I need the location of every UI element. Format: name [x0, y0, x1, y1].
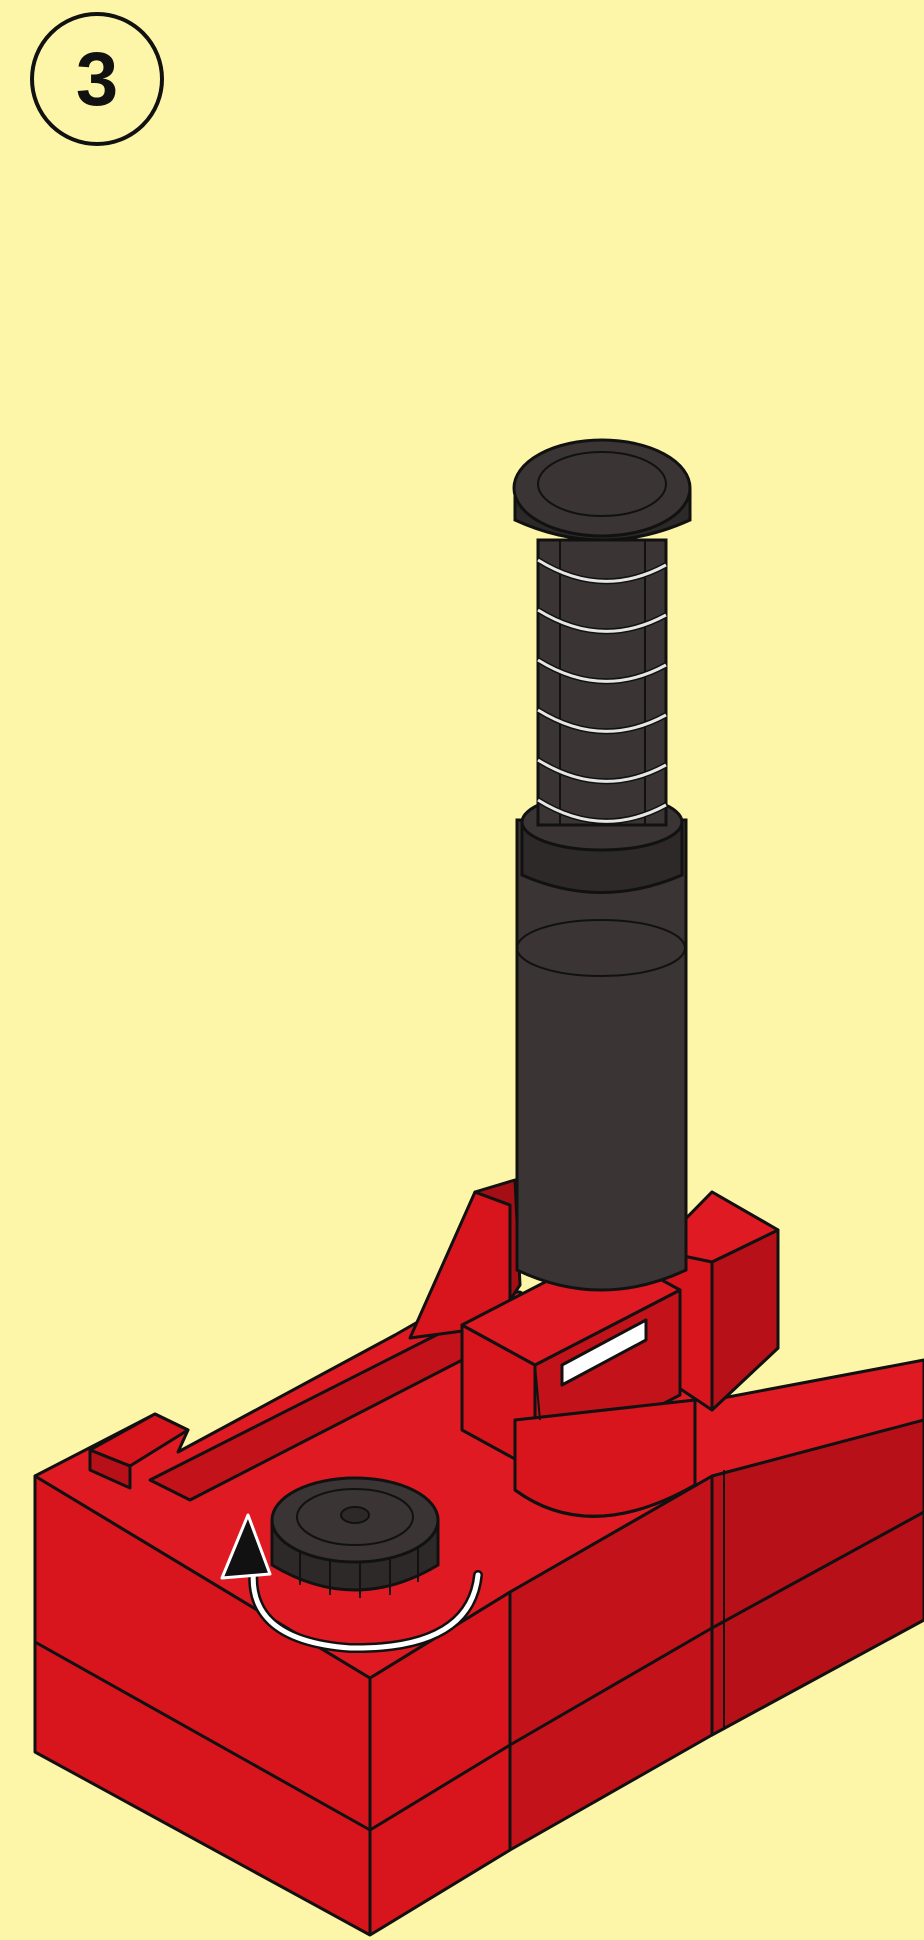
cap-top	[514, 440, 690, 536]
shock-top-cap	[514, 440, 690, 540]
knob-center-hole	[341, 1507, 369, 1523]
shock-absorber	[517, 540, 686, 1290]
